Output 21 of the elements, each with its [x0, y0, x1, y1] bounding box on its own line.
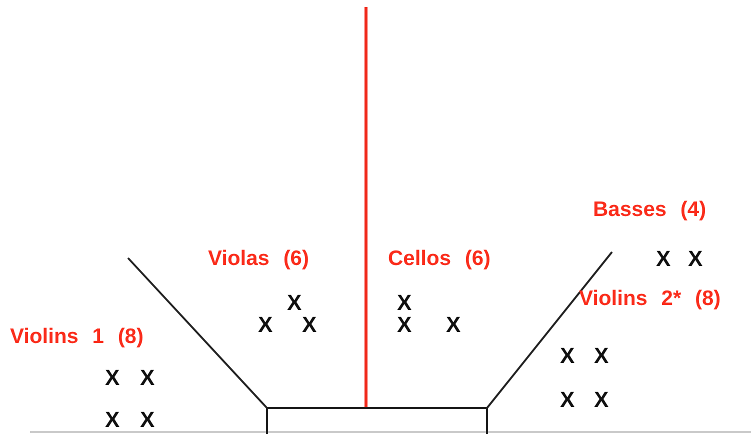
player-mark: X	[105, 367, 120, 389]
section-label: Violins 2* (8)	[579, 288, 721, 309]
player-mark: X	[446, 314, 461, 336]
player-mark: X	[560, 345, 575, 367]
player-mark: X	[258, 314, 273, 336]
player-mark: X	[688, 248, 703, 270]
player-mark: X	[397, 292, 412, 314]
player-mark: X	[656, 248, 671, 270]
player-mark: X	[397, 314, 412, 336]
player-mark: X	[287, 292, 302, 314]
player-mark: X	[140, 367, 155, 389]
player-mark: X	[302, 314, 317, 336]
section-label: Cellos (6)	[388, 248, 491, 269]
section-label: Basses (4)	[593, 199, 706, 220]
player-mark: X	[140, 409, 155, 431]
player-mark: X	[594, 389, 609, 411]
player-mark: X	[594, 345, 609, 367]
player-mark: X	[105, 409, 120, 431]
section-label: Violas (6)	[208, 248, 309, 269]
player-mark: X	[560, 389, 575, 411]
section-label: Violins 1 (8)	[10, 326, 144, 347]
